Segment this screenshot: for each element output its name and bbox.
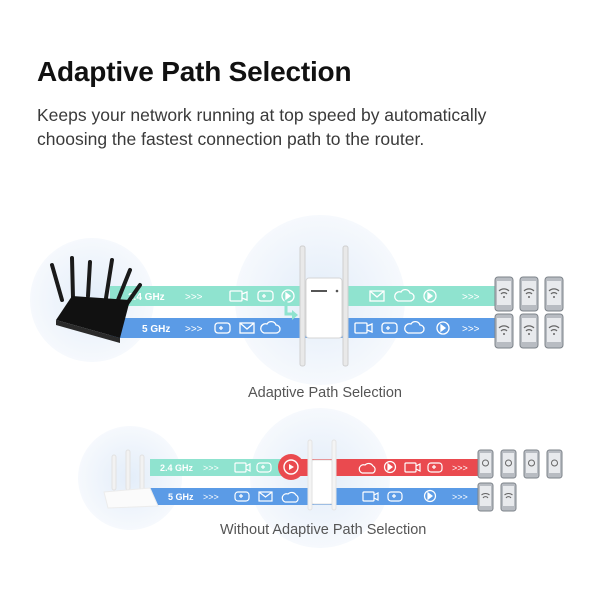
phone-icon	[544, 276, 564, 312]
gamepad-icon	[387, 491, 403, 502]
play-icon	[383, 460, 397, 474]
label-24-bottom: 2.4 GHz	[160, 463, 194, 473]
arrows-5-top: >>>	[185, 324, 203, 335]
camera-icon	[229, 290, 248, 302]
gamepad-icon	[214, 322, 231, 334]
cloud-icon	[358, 462, 376, 474]
page-title: Adaptive Path Selection	[37, 56, 352, 87]
camera-icon	[234, 462, 251, 473]
gamepad-icon	[257, 290, 274, 302]
phone-icon	[477, 482, 494, 512]
arrows-24-top: >>>	[185, 292, 203, 303]
caption-without-adaptive: Without Adaptive Path Selection	[220, 522, 427, 538]
cloud-icon	[260, 320, 281, 334]
phone-icon	[544, 313, 564, 349]
label-24-top: 2.4 GHz	[128, 292, 165, 303]
cloud-icon	[281, 491, 299, 503]
arrows-5-bottom: >>>	[203, 492, 219, 502]
cloud-icon	[394, 288, 415, 302]
arrows-5-top-r: >>>	[462, 324, 480, 335]
phone-device-group-bottom	[477, 449, 563, 512]
gamepad-icon	[256, 462, 272, 473]
router-device	[50, 256, 142, 343]
arrows-24-bottom: >>>	[203, 463, 219, 473]
mail-icon	[239, 322, 255, 334]
congestion-play-icon	[278, 454, 304, 480]
band-24-left	[110, 286, 305, 306]
camera-icon	[404, 462, 421, 473]
arrows-24-bottom-r: >>>	[452, 463, 468, 473]
arrows-24-top-r: >>>	[462, 292, 480, 303]
phone-icon	[500, 482, 517, 512]
gamepad-icon	[234, 491, 250, 502]
page-subtitle: Keeps your network running at top speed …	[37, 105, 487, 149]
range-extender-device-bottom	[307, 439, 337, 511]
phone-icon	[546, 449, 563, 479]
mail-icon	[369, 290, 385, 302]
caption-with-adaptive: Adaptive Path Selection	[248, 385, 402, 401]
cloud-icon	[404, 320, 425, 334]
phone-icon	[523, 449, 540, 479]
phone-icon	[500, 449, 517, 479]
path-switch-arrow-icon	[284, 300, 298, 320]
band-24-bottom-left	[150, 459, 285, 476]
play-icon	[423, 489, 437, 503]
label-5-top: 5 GHz	[142, 324, 170, 335]
phone-device-group-top	[494, 276, 564, 349]
gamepad-icon	[427, 462, 443, 473]
play-icon	[281, 289, 295, 303]
gamepad-icon	[381, 322, 398, 334]
play-icon	[436, 321, 450, 335]
play-icon	[423, 289, 437, 303]
arrows-5-bottom-r: >>>	[452, 492, 468, 502]
camera-icon	[354, 322, 373, 334]
label-5-bottom: 5 GHz	[168, 492, 194, 502]
phone-icon	[494, 276, 514, 312]
phone-icon	[519, 276, 539, 312]
router-device-white	[103, 449, 159, 509]
phone-icon	[519, 313, 539, 349]
mail-icon	[258, 491, 273, 502]
range-extender-device	[299, 245, 349, 367]
phone-icon	[477, 449, 494, 479]
phone-icon	[494, 313, 514, 349]
camera-icon	[362, 491, 379, 502]
